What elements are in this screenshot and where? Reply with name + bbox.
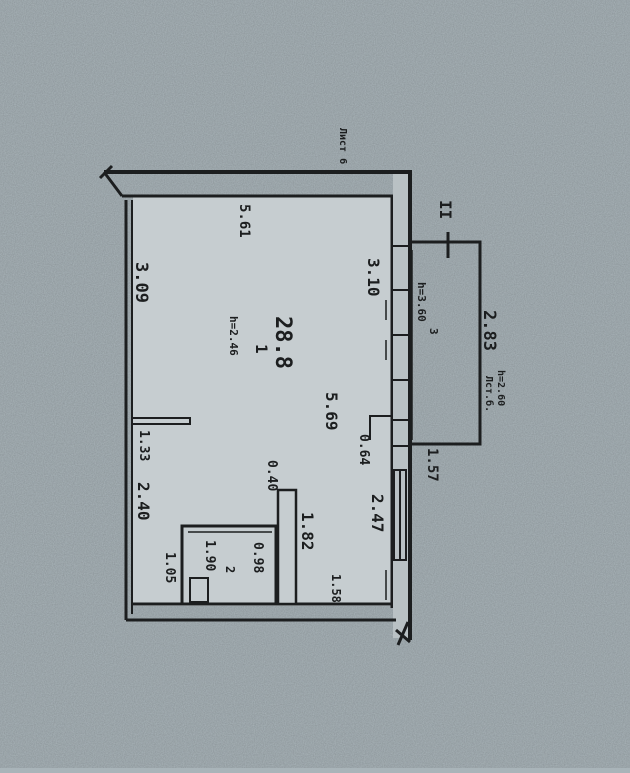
dim-top: 5.61 <box>236 204 252 238</box>
dim-column-width: 0.40 <box>264 460 279 491</box>
window-upper <box>392 245 410 447</box>
partition-left <box>132 417 191 425</box>
wall-tick-top <box>98 164 114 180</box>
partition-right <box>369 415 392 440</box>
dim-right-lower: 2.47 <box>368 494 387 533</box>
dim-left-upper: 3.09 <box>131 262 151 303</box>
dim-partition-left: 1.33 <box>136 430 151 461</box>
window-lower <box>393 469 407 561</box>
bathroom-fixture <box>189 577 209 603</box>
balcony-note-1: Лст.б. <box>483 376 495 412</box>
bath-number: 2 <box>223 566 237 573</box>
balcony-area: 2.83 <box>479 310 499 351</box>
exterior-wall-outer <box>104 170 412 640</box>
dim-corner: 1.58 <box>329 574 343 603</box>
label-group: Лист 6 5.61 3.09 h=2.46 1 28.8 5.69 3.10… <box>131 128 506 603</box>
balcony-note-2: h=2.60 <box>495 370 506 406</box>
dim-bottom: 5.69 <box>322 392 341 431</box>
dim-left-lower: 2.40 <box>134 482 153 521</box>
room-interior <box>133 196 391 606</box>
section-mark: II <box>436 200 455 219</box>
dim-partition-right: 0.64 <box>356 434 371 465</box>
bathroom-walls <box>180 524 278 604</box>
dim-right-upper: 3.10 <box>364 258 383 297</box>
balcony-label: h=3.60 <box>415 282 428 322</box>
room-number: 1 <box>252 344 271 354</box>
dim-column-length: 1.82 <box>298 512 317 551</box>
corner-label: Лист 6 <box>337 128 348 164</box>
room-height: h=2.46 <box>227 316 240 356</box>
balcony-outline <box>410 240 482 446</box>
balcony-width: 1.57 <box>424 448 440 482</box>
wall-end-top <box>102 171 124 197</box>
exterior-wall-inner <box>122 194 394 608</box>
wall-tick-bottom-2 <box>396 621 410 646</box>
dim-bath-depth: 0.98 <box>250 542 265 573</box>
balcony-number: 3 <box>427 328 440 335</box>
room-area: 28.8 <box>270 316 295 369</box>
dim-bath-small: 1.05 <box>162 552 177 583</box>
exterior-wall-fill <box>393 174 408 638</box>
dim-bath-length: 1.90 <box>202 540 217 571</box>
column <box>276 488 298 606</box>
